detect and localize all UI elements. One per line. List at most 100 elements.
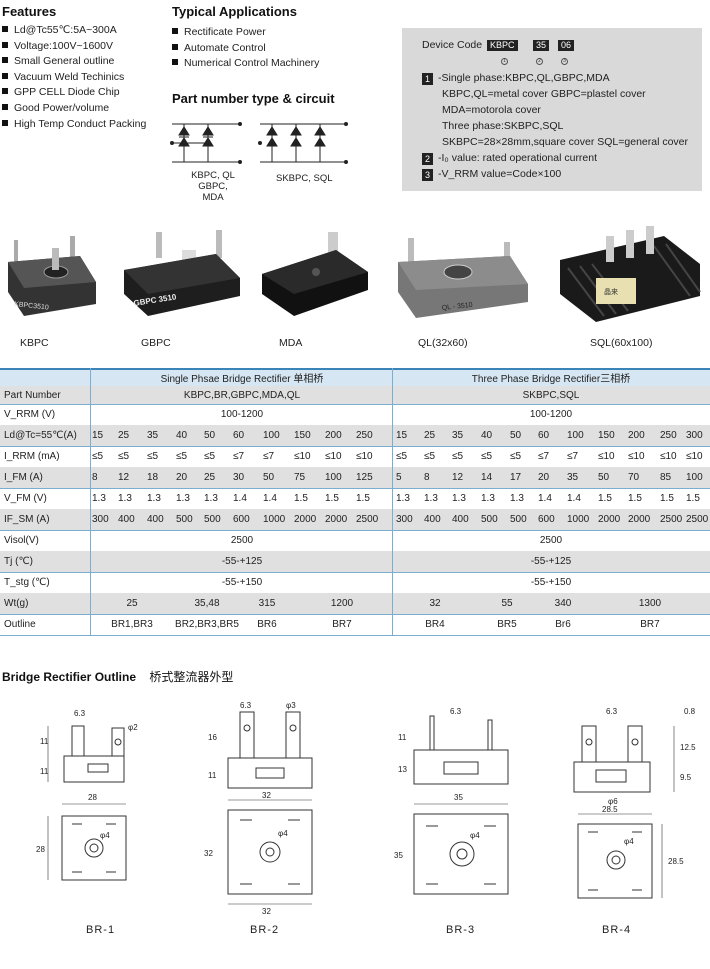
outline-three-group: BR5 bbox=[497, 619, 517, 630]
device-code-current: 35 bbox=[533, 40, 550, 51]
ifsm-three-cell: 2000 bbox=[628, 514, 651, 525]
wt-single-group: 315 bbox=[258, 598, 276, 609]
br2-dim-c: 16 bbox=[208, 733, 217, 742]
ifm-three-cell: 14 bbox=[481, 472, 493, 483]
ld-three-cell: 40 bbox=[481, 430, 493, 441]
br2-dim-g: φ4 bbox=[278, 829, 288, 838]
br3-dim-e: 35 bbox=[454, 793, 463, 802]
ifsm-three-cell: 400 bbox=[424, 514, 441, 525]
ifsm-single-cell: 300 bbox=[92, 514, 109, 525]
three-circuit-label: SKBPC, SQL bbox=[276, 173, 333, 184]
vfm-three-cell: 1.3 bbox=[396, 493, 410, 504]
ld-three-cell: 35 bbox=[452, 430, 464, 441]
ld-three-cell: 60 bbox=[538, 430, 550, 441]
br2-dim-f: 32 bbox=[204, 849, 213, 858]
wt-single-group: 25 bbox=[126, 598, 138, 609]
bullet-icon bbox=[172, 28, 178, 34]
br2-label: BR-2 bbox=[250, 924, 280, 936]
vfm-three-cell: 1.4 bbox=[538, 493, 552, 504]
ifm-three-cell: 70 bbox=[628, 472, 640, 483]
irrm-single-cell: ≤7 bbox=[233, 451, 245, 462]
table-row-divider bbox=[0, 446, 710, 447]
ifsm-single-cell: 500 bbox=[176, 514, 193, 525]
vfm-three-cell: 1.3 bbox=[424, 493, 438, 504]
br2-dim-a: 6.3 bbox=[240, 701, 252, 710]
mda-label: MDA bbox=[279, 337, 303, 349]
ld-single-cell: 40 bbox=[176, 430, 188, 441]
three-part-numbers: SKBPC,SQL bbox=[522, 389, 580, 401]
vfm-three-cell: 1.3 bbox=[452, 493, 466, 504]
note-number-1: 1 bbox=[422, 73, 433, 85]
ifsm-single-cell: 400 bbox=[147, 514, 164, 525]
br4-drawing: 6.3 0.8 12.5 9.5 φ6 28.5 28.5 φ4 bbox=[573, 707, 696, 899]
note-number-2: 2 bbox=[422, 153, 433, 165]
feature-item: Ld@Tc55℃:5A~300A bbox=[2, 23, 146, 39]
wt-three-group: 1300 bbox=[638, 598, 662, 609]
br1-dim-b: φ2 bbox=[128, 723, 138, 732]
features-title: Features bbox=[2, 4, 57, 19]
kbpc-print: KBPC3510 bbox=[14, 301, 49, 312]
table-column-divider bbox=[90, 368, 91, 635]
note-line-5: SKBPC=28×28mm,square cover SQL=general c… bbox=[442, 136, 689, 148]
ld-single-cell: 150 bbox=[294, 430, 311, 441]
application-item: Automate Control bbox=[172, 41, 319, 57]
br1-drawing: 6.3 φ2 11 11 28 28 φ4 bbox=[36, 709, 138, 881]
vfm-single-cell: 1.4 bbox=[233, 493, 247, 504]
br3-drawing: 6.3 11 13 35 35 φ4 bbox=[394, 707, 509, 895]
feature-item: Good Power/volume bbox=[2, 101, 146, 117]
br4-dim-b: 0.8 bbox=[684, 707, 696, 716]
table-row: T_stg (℃)-55-+150-55-+150 bbox=[0, 572, 710, 593]
table-row-divider bbox=[0, 404, 710, 405]
outline-three-group: BR4 bbox=[425, 619, 445, 630]
br1-dim-a: 6.3 bbox=[74, 709, 86, 718]
vfm-single-cell: 1.4 bbox=[263, 493, 277, 504]
vfm-three-cell: 1.3 bbox=[510, 493, 524, 504]
tstg-three: -55-+150 bbox=[530, 577, 572, 588]
wt-single-group: 35,48 bbox=[194, 598, 220, 609]
feature-item-text: Voltage:100V~1600V bbox=[14, 39, 113, 52]
visol-label: Visol(V) bbox=[4, 535, 39, 546]
ifm-three-cell: 8 bbox=[424, 472, 430, 483]
vfm-single-cell: 1.3 bbox=[204, 493, 218, 504]
bullet-icon bbox=[2, 72, 8, 79]
note-line-1: -Single phase:KBPC,QL,GBPC,MDA bbox=[438, 72, 610, 84]
ld-three-cell: 300 bbox=[686, 430, 703, 441]
kbpc-label: KBPC bbox=[20, 337, 49, 349]
irrm-single-cell: ≤5 bbox=[92, 451, 104, 462]
br2-drawing: 6.3 φ3 16 11 32 32 φ4 32 bbox=[204, 701, 313, 916]
ld-single-cell: 35 bbox=[147, 430, 159, 441]
vrrm-label: V_RRM (V) bbox=[4, 409, 56, 420]
ifsm-three-cell: 600 bbox=[538, 514, 555, 525]
outline-single-group: BR6 bbox=[257, 619, 277, 630]
ql-print: QL - 3510 bbox=[441, 302, 473, 312]
br2-dim-d: 11 bbox=[208, 771, 217, 780]
vrrm-three: 100-1200 bbox=[529, 409, 573, 420]
bullet-icon bbox=[172, 59, 178, 66]
outline-title: Bridge Rectifier Outline 桥式整流器外型 bbox=[2, 668, 233, 685]
irrm-three-cell: ≤5 bbox=[396, 451, 408, 462]
irrm-three-cell: ≤10 bbox=[686, 451, 703, 462]
callout-circle-3: 3 bbox=[561, 58, 568, 65]
kbpc-photo: KBPC3510 bbox=[8, 236, 96, 316]
vfm-single-cell: 1.5 bbox=[294, 493, 308, 504]
part-number-label: Part Number bbox=[4, 389, 61, 401]
br4-dim-f: 28.5 bbox=[602, 805, 618, 814]
irrm-single-cell: ≤5 bbox=[176, 451, 188, 462]
sql-label: SQL(60x100) bbox=[590, 337, 653, 349]
ifm-single-cell: 50 bbox=[263, 472, 275, 483]
vfm-single-cell: 1.5 bbox=[325, 493, 339, 504]
ifsm-single-cell: 2000 bbox=[325, 514, 348, 525]
note-line-3: MDA=motorola cover bbox=[442, 104, 541, 116]
vfm-three-cell: 1.5 bbox=[686, 493, 700, 504]
irrm-three-cell: ≤10 bbox=[598, 451, 615, 462]
three-phase-header: Three Phase Bridge Rectifier三相桥 bbox=[471, 373, 631, 385]
tstg-single: -55-+150 bbox=[221, 577, 263, 588]
ifm-single-cell: 30 bbox=[233, 472, 245, 483]
outline-three-group: Br6 bbox=[555, 619, 571, 630]
irrm-single-cell: ≤5 bbox=[147, 451, 159, 462]
